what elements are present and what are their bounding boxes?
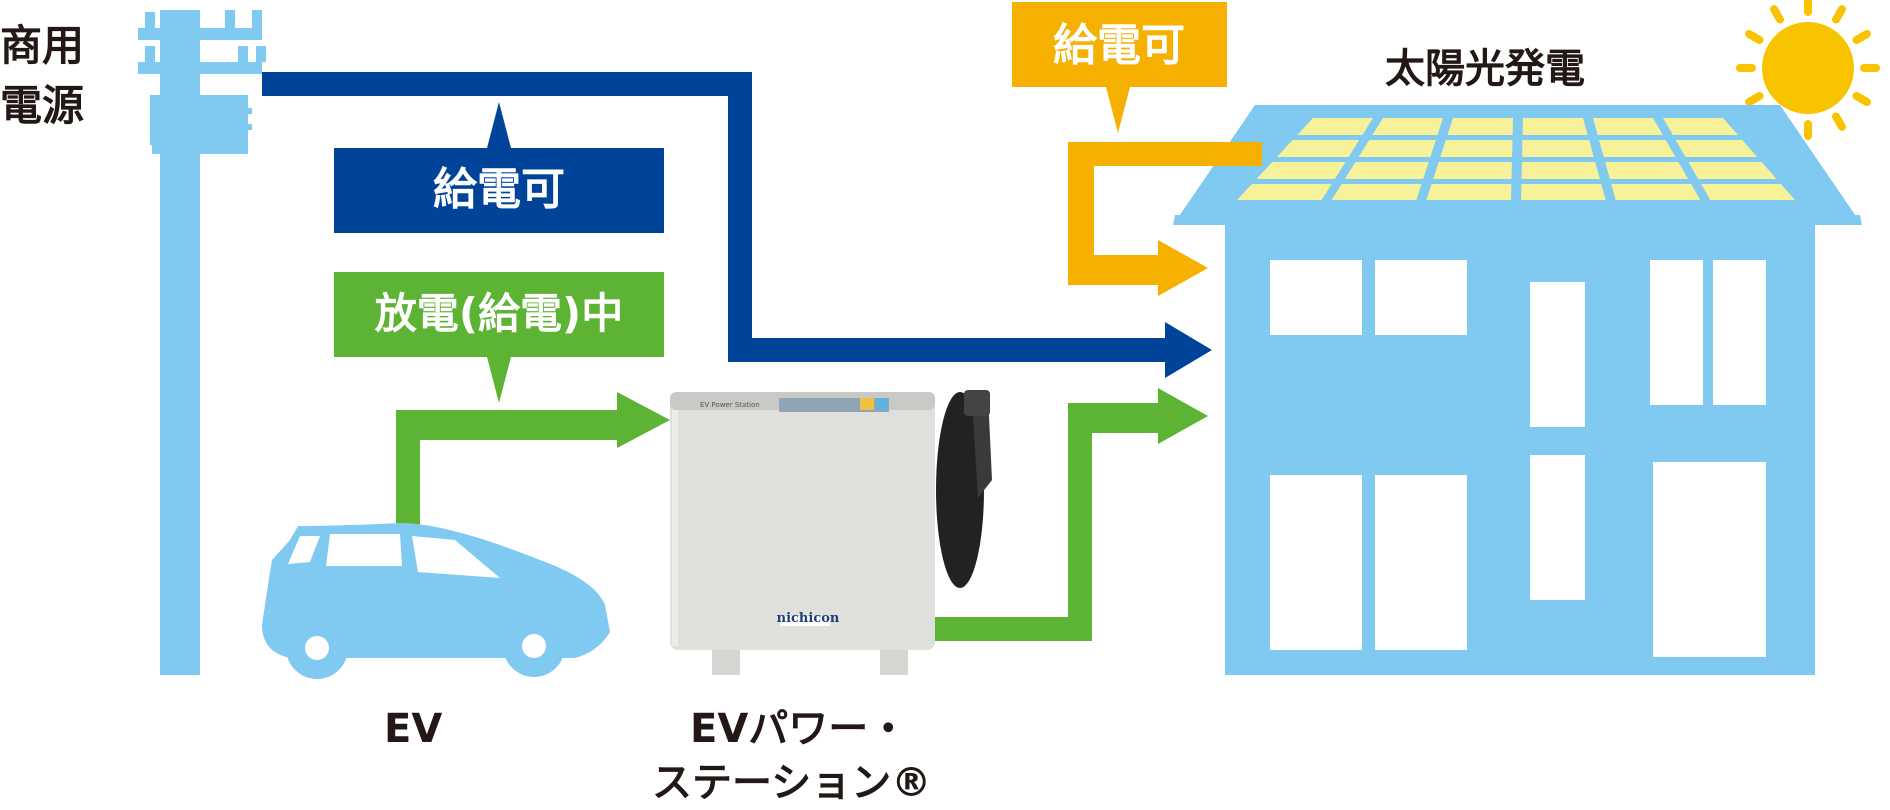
sun-ray bbox=[1852, 92, 1871, 106]
solar-panel-cell bbox=[1426, 184, 1512, 200]
solar-panel-cell bbox=[1701, 184, 1795, 200]
solar-power-line bbox=[1068, 142, 1262, 296]
car-wheels bbox=[305, 634, 546, 660]
solar-panel-cell bbox=[1521, 184, 1606, 200]
solar-panel-cell bbox=[1688, 162, 1777, 179]
station-label-line2: ステーション® bbox=[652, 760, 931, 806]
solar-panel-array bbox=[1237, 118, 1795, 200]
solar-panel-cell bbox=[1522, 140, 1594, 157]
solar-status-text: 給電可 bbox=[1053, 20, 1185, 71]
solar-panel-cell bbox=[1522, 118, 1588, 135]
grid-label-line1: 商用 bbox=[0, 21, 84, 70]
solar-panel-cell bbox=[1521, 162, 1600, 179]
ev-status-badge bbox=[334, 272, 664, 403]
solar-panel-cell bbox=[1372, 118, 1443, 135]
solar-panel-cell bbox=[1433, 162, 1512, 179]
solar-panel-cell bbox=[1675, 140, 1758, 157]
solar-panel-cell bbox=[1331, 184, 1422, 200]
sun-ray bbox=[1832, 5, 1846, 24]
grid-label-line2: 電源 bbox=[0, 81, 84, 130]
solar-status-badge bbox=[1012, 2, 1227, 133]
ev-power-line bbox=[396, 388, 1208, 641]
car-windows bbox=[288, 534, 500, 578]
ev-power-station-unit bbox=[670, 390, 992, 675]
utility-pole-icon bbox=[138, 10, 266, 675]
solar-panel-cell bbox=[1256, 162, 1346, 179]
sun-ray bbox=[1745, 92, 1764, 106]
ev-label: EV bbox=[384, 706, 442, 752]
solar-panel-cell bbox=[1599, 140, 1676, 157]
sun-ray bbox=[1832, 112, 1846, 131]
device-brand: nichicon bbox=[777, 611, 840, 626]
solar-panel-cell bbox=[1276, 140, 1360, 157]
solar-label: 太陽光発電 bbox=[1385, 46, 1585, 92]
sun-icon bbox=[1736, 0, 1880, 140]
solar-panel-cell bbox=[1447, 118, 1513, 135]
solar-panel-cell bbox=[1344, 162, 1429, 179]
grid-status-badge bbox=[334, 102, 664, 233]
solar-panel-cell bbox=[1297, 118, 1373, 135]
grid-power-line bbox=[262, 72, 1212, 378]
sun-ray bbox=[1770, 5, 1784, 24]
house-icon bbox=[1173, 105, 1862, 675]
solar-panel-cell bbox=[1237, 184, 1332, 200]
sun-ray bbox=[1852, 30, 1871, 44]
solar-panel-cell bbox=[1593, 118, 1663, 135]
solar-panel-cell bbox=[1611, 184, 1701, 200]
station-label-line1: EVパワー・ bbox=[690, 706, 908, 752]
device-panel-text: EV Power Station bbox=[700, 401, 760, 409]
sun-ray bbox=[1745, 30, 1764, 44]
solar-panel-cell bbox=[1358, 140, 1436, 157]
grid-status-text: 給電可 bbox=[433, 164, 565, 215]
ev-status-text: 放電(給電)中 bbox=[375, 289, 623, 338]
solar-panel-cell bbox=[1605, 162, 1689, 179]
solar-panel-cell bbox=[1440, 140, 1513, 157]
solar-panel-cell bbox=[1663, 118, 1738, 135]
